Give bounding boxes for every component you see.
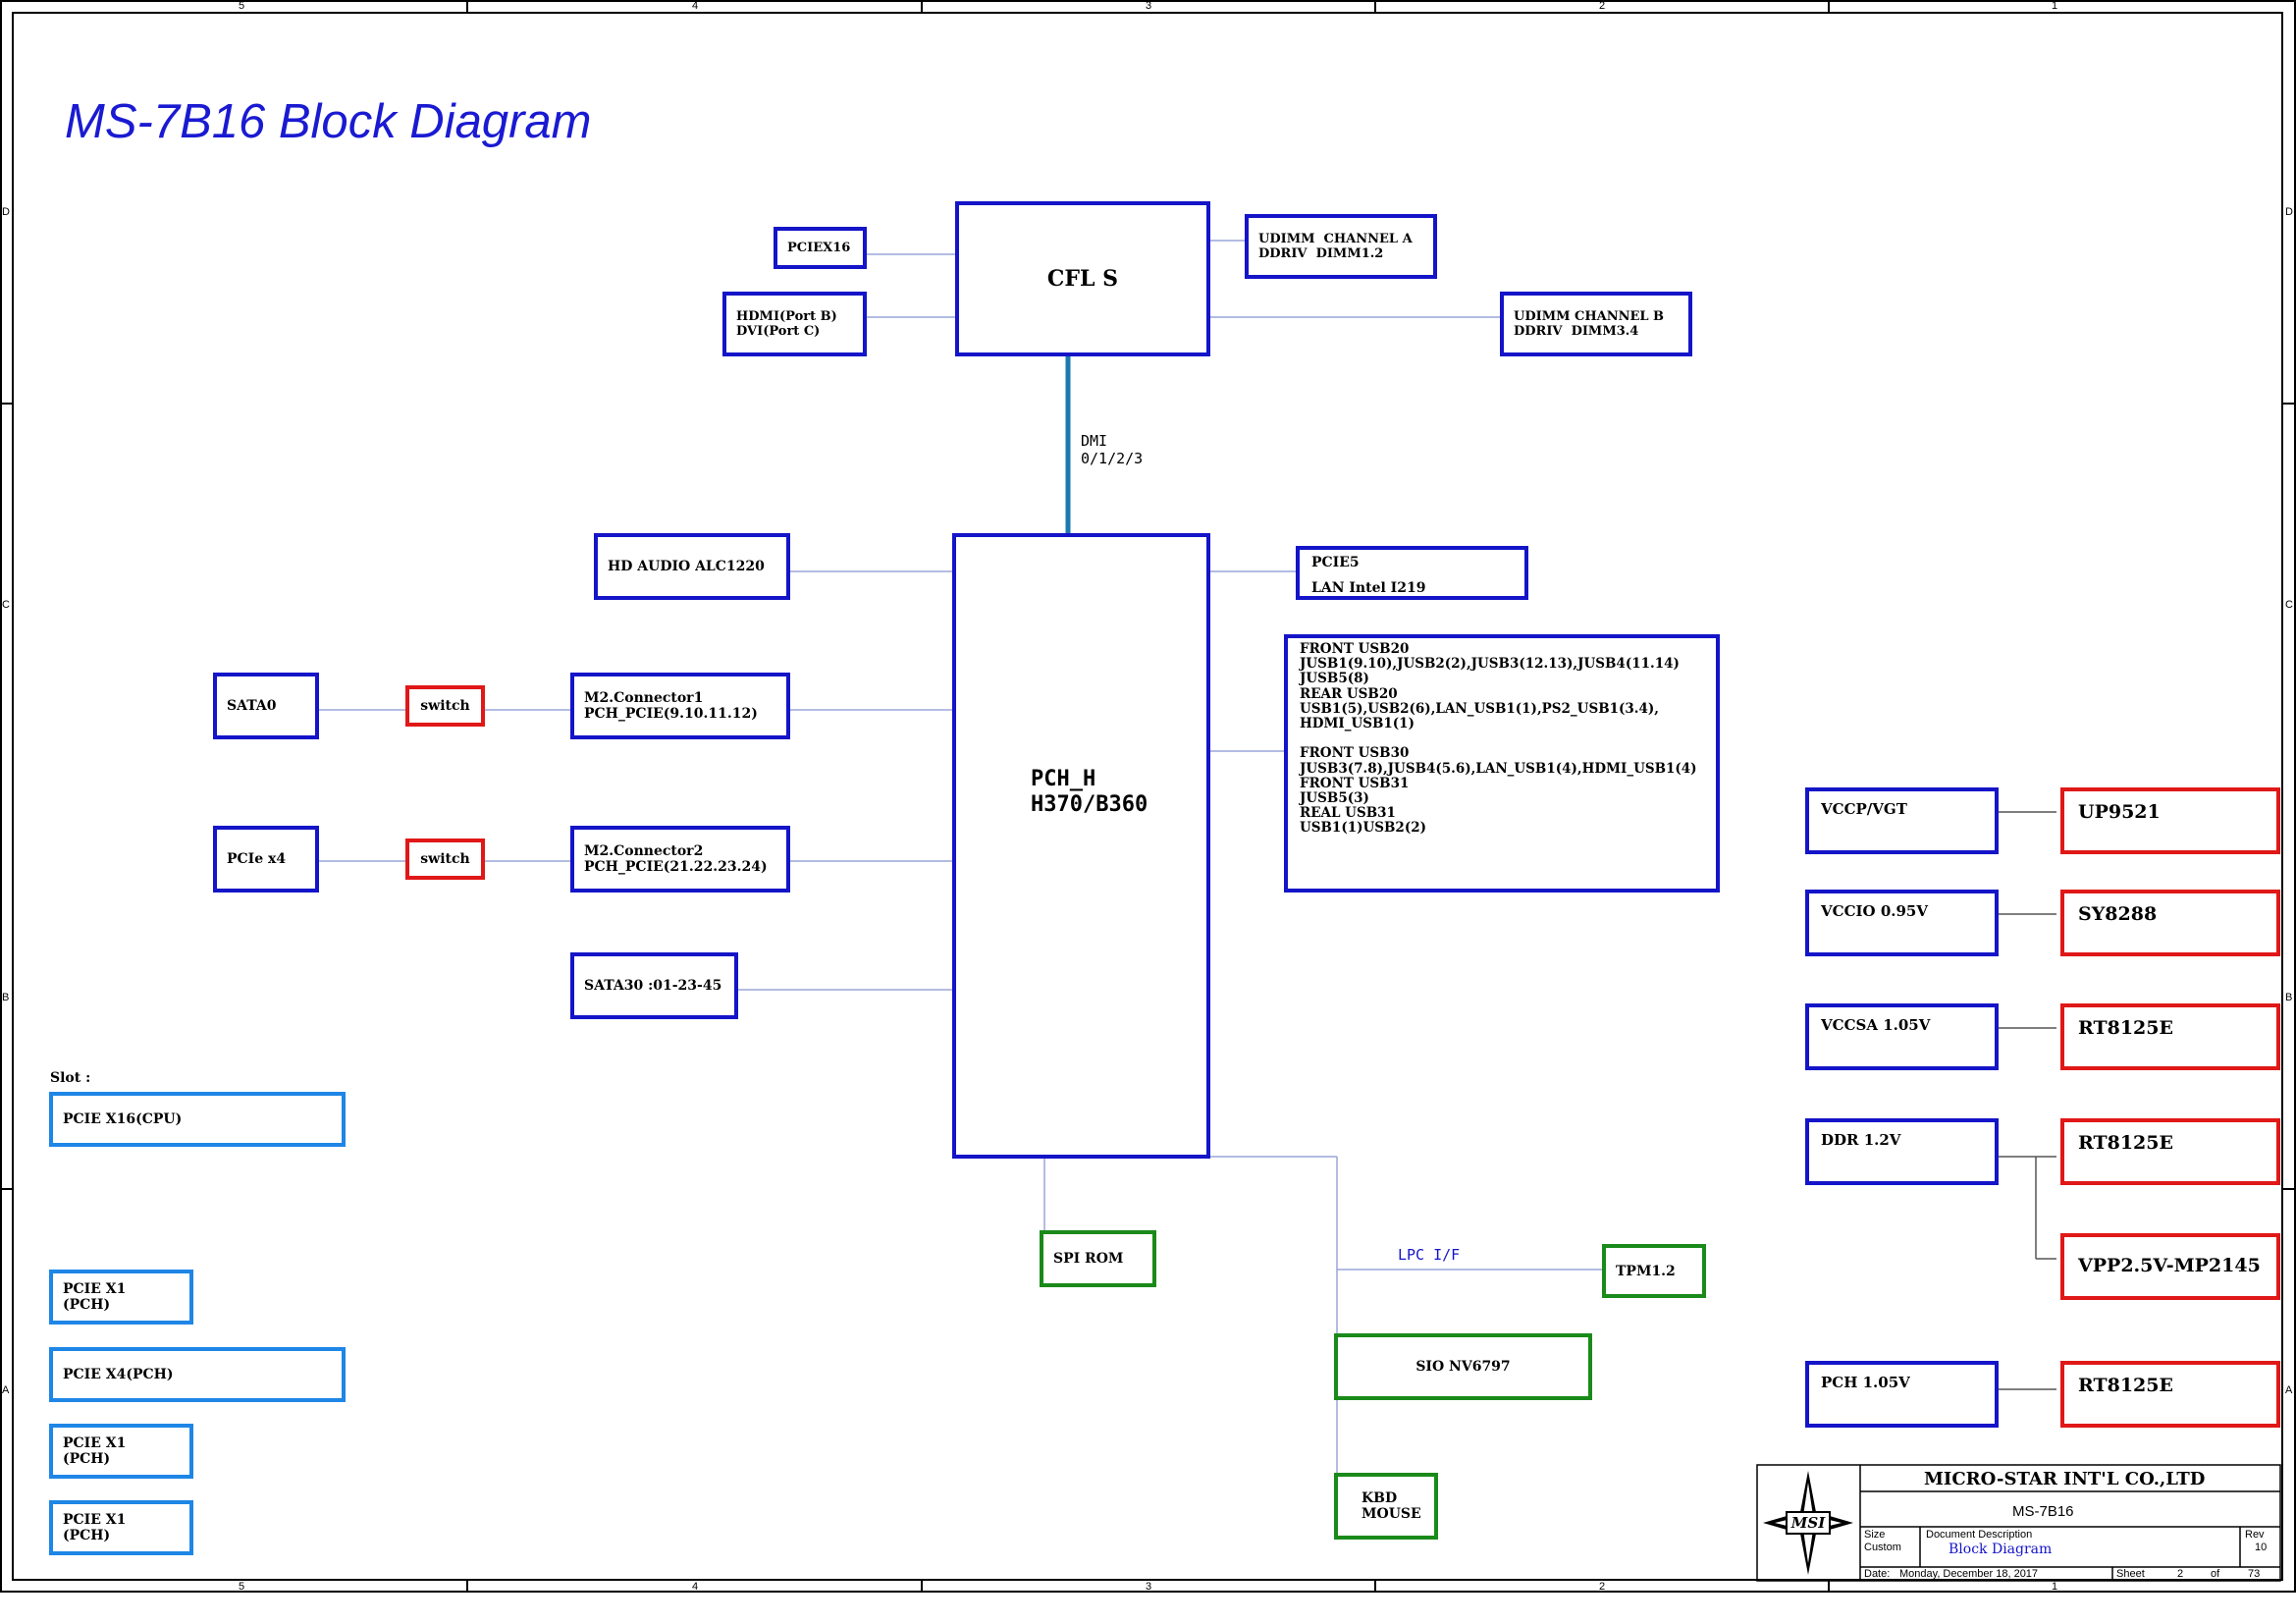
zone-col-4-bottom: 4 [692,1581,699,1593]
size-label: Size [1864,1529,1886,1541]
slot-item: PCIE X1 (PCH) [49,1270,193,1325]
slot-item: PCIE X16(CPU) [49,1092,346,1147]
of-label: of [2211,1568,2220,1580]
doc-value: Block Diagram [1949,1542,2053,1557]
zone-col-3: 3 [1146,0,1152,12]
of-value: 73 [2248,1568,2261,1580]
power-rail: DDR 1.2V [1805,1118,1999,1185]
inner-frame [12,12,2283,1581]
zone-divider [2283,403,2295,405]
dimm-channel-b: UDIMM CHANNEL B DDRIV DIMM3.4 [1500,292,1692,356]
switch-block: switch [405,685,485,727]
m2-connector1-block: M2.Connector1 PCH_PCIE(9.10.11.12) [570,673,790,739]
hd-audio-block: HD AUDIO ALC1220 [594,533,790,600]
zone-col-2-bottom: 2 [1599,1581,1606,1593]
size-value: Custom [1864,1542,1901,1553]
slot-item: PCIE X1 (PCH) [49,1424,193,1479]
zone-col-1-bottom: 1 [2052,1581,2058,1593]
zone-col-2: 2 [1599,0,1606,12]
pch-block: PCH_H H370/B360 [952,533,1210,1159]
doc-label: Document Description [1926,1529,2033,1541]
switch-block: switch [405,839,485,880]
power-rail: VCCIO 0.95V [1805,890,1999,956]
pciex16-block: PCIEX16 [774,227,867,269]
cpu-block: CFL S [955,201,1210,356]
lpc-label: LPC I/F [1398,1246,1461,1264]
kbd-mouse-block: KBD MOUSE [1334,1473,1438,1540]
zone-col-3-bottom: 3 [1146,1581,1152,1593]
power-chip: VPP2.5V-MP2145 [2060,1233,2280,1300]
zone-divider [2283,1188,2295,1190]
zone-divider [921,1581,923,1593]
m2-connector2-block: M2.Connector2 PCH_PCIE(21.22.23.24) [570,826,790,893]
project-name: MS-7B16 [2012,1503,2074,1520]
zone-divider [1828,1581,1830,1593]
msi-logo: MSI [1759,1467,1857,1579]
zone-divider [0,403,12,405]
zone-row-a-right: A [2285,1384,2293,1396]
usb-block: FRONT USB20 JUSB1(9.10),JUSB2(2),JUSB3(1… [1284,634,1720,893]
power-chip: RT8125E [2060,1361,2280,1428]
hdmi-dvi-block: HDMI(Port B) DVI(Port C) [722,292,867,356]
zone-col-1: 1 [2052,0,2058,12]
zone-divider [466,1581,468,1593]
dimm-channel-a: UDIMM CHANNEL A DDRIV DIMM1.2 [1245,214,1437,279]
zone-divider [466,0,468,12]
power-rail: VCCSA 1.05V [1805,1003,1999,1070]
date-value: Monday, December 18, 2017 [1899,1568,2039,1580]
zone-col-4: 4 [692,0,699,12]
power-chip: UP9521 [2060,787,2280,854]
sio-block: SIO NV6797 [1334,1333,1592,1400]
zone-row-d: D [2,206,10,218]
spi-rom-block: SPI ROM [1040,1230,1156,1287]
sheet-label: Sheet [2116,1568,2145,1580]
zone-col-5: 5 [239,0,245,12]
rev-value: 10 [2255,1542,2268,1553]
zone-row-c-right: C [2285,599,2293,611]
dmi-label: DMI 0/1/2/3 [1081,432,1144,467]
zone-divider [921,0,923,12]
zone-divider [0,1188,12,1190]
page-title: MS-7B16 Block Diagram [65,95,592,148]
msi-logo-text: MSI [1790,1514,1826,1532]
sata0-block: SATA0 [213,673,319,739]
zone-col-5-bottom: 5 [239,1581,245,1593]
slot-item: PCIE X1 (PCH) [49,1500,193,1555]
zone-row-b: B [2,992,10,1003]
slot-heading: Slot : [50,1070,91,1086]
power-rail: VCCP/VGT [1805,787,1999,854]
slot-item: PCIE X4(PCH) [49,1347,346,1402]
zone-row-d-right: D [2285,206,2293,218]
power-chip: SY8288 [2060,890,2280,956]
zone-divider [1374,1581,1376,1593]
power-chip: RT8125E [2060,1003,2280,1070]
pcie-x4-block: PCIe x4 [213,826,319,893]
zone-divider [1374,0,1376,12]
zone-row-b-right: B [2285,992,2293,1003]
power-chip: RT8125E [2060,1118,2280,1185]
sata30-block: SATA30 :01-23-45 [570,952,738,1019]
company-name: MICRO-STAR INT'L CO.,LTD [1924,1469,2206,1489]
power-rail: PCH 1.05V [1805,1361,1999,1428]
sheet-value: 2 [2177,1568,2184,1580]
lan-block: PCIE5 LAN Intel I219 [1296,546,1528,600]
tpm-block: TPM1.2 [1602,1244,1706,1298]
zone-divider [1828,0,1830,12]
zone-row-a: A [2,1384,10,1396]
date-label: Date: [1864,1568,1891,1580]
zone-row-c: C [2,599,10,611]
rev-label: Rev [2245,1529,2265,1541]
msi-logo-mark [1763,1471,1853,1575]
